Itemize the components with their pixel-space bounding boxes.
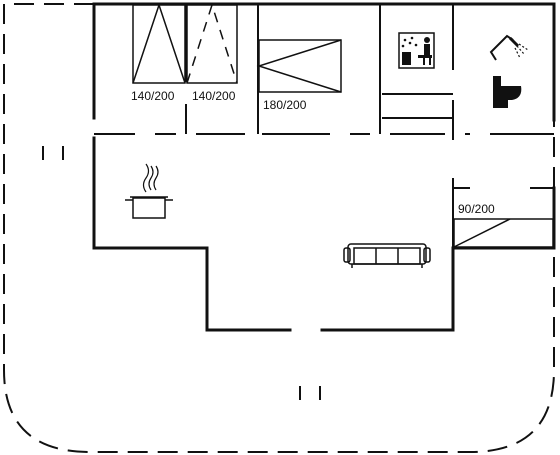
shower-icon (489, 34, 529, 61)
bed-3-label: 180/200 (263, 98, 307, 112)
walls (92, 2, 556, 332)
door-marks (42, 146, 321, 400)
bed-4-label: 90/200 (458, 202, 495, 216)
terrace-outline (3, 3, 555, 453)
bed-2 (186, 2, 238, 84)
cooking-pot-icon (125, 163, 173, 219)
sofa-icon (343, 243, 431, 268)
bed-2-label: 140/200 (192, 89, 236, 103)
bed-4 (453, 218, 554, 248)
bed-1-label: 140/200 (131, 89, 175, 103)
toilet-icon (493, 76, 522, 108)
bed-3 (256, 39, 342, 93)
bed-1 (132, 2, 186, 84)
sauna-icon (398, 32, 435, 69)
interior-walls (185, 4, 554, 248)
